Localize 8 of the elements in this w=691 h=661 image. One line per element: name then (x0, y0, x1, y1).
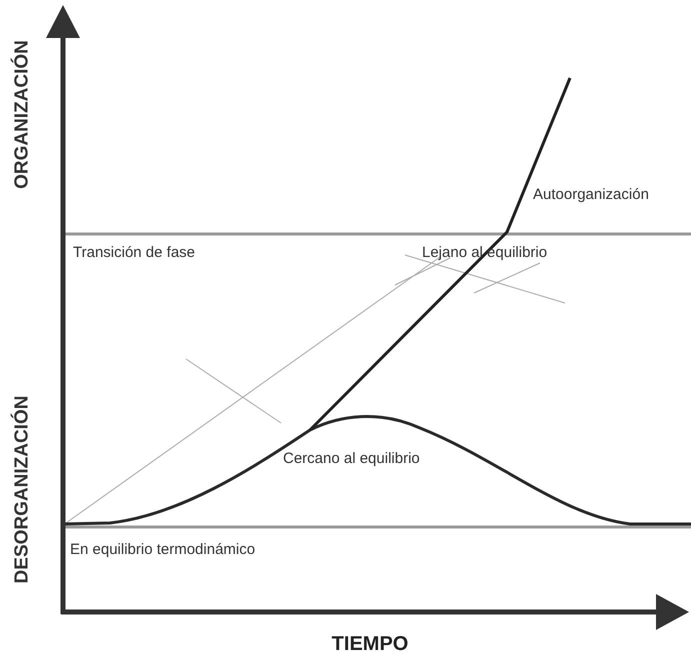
level-label: En equilibrio termodinámico (70, 541, 256, 560)
region-label: Lejano al equilibrio (422, 244, 548, 263)
axis-title: DESORGANIZACIÓN (12, 394, 32, 586)
region-label: Cercano al equilibrio (283, 450, 420, 469)
axis-title: TIEMPO (332, 634, 408, 654)
axis-title: ORGANIZACIÓN (12, 39, 32, 191)
level-label: Transición de fase (73, 244, 196, 263)
curve-label: Autoorganización (533, 186, 649, 205)
